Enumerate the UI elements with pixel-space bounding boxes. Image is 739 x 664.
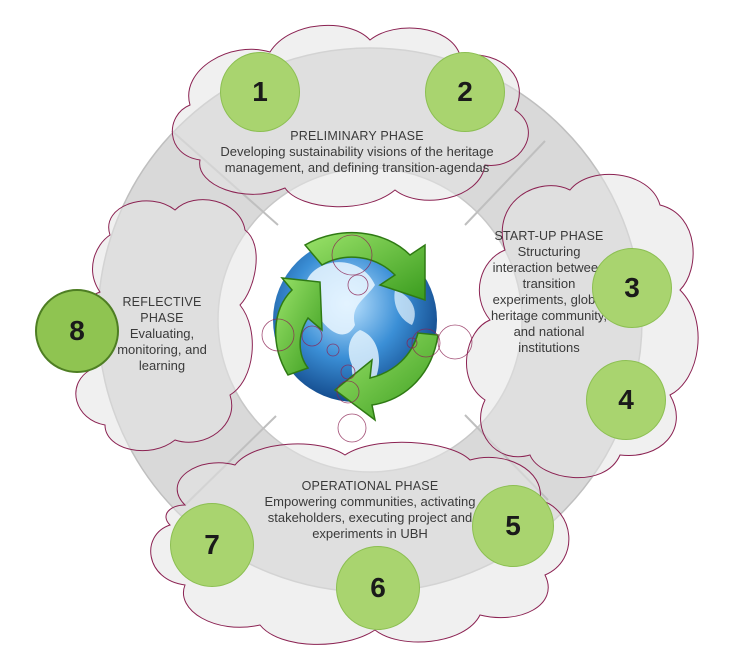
phase-reflective-title: REFLECTIVE PHASE xyxy=(122,295,202,325)
recycling-globe-icon xyxy=(261,232,473,443)
cloud-operational xyxy=(150,441,570,645)
step-3-circle: 3 xyxy=(592,248,672,328)
phase-preliminary-title: PRELIMINARY PHASE xyxy=(290,129,424,143)
phase-startup-desc: Structuring interaction between transiti… xyxy=(490,244,608,355)
phase-preliminary-desc: Developing sustainability visions of the… xyxy=(220,144,494,175)
phase-operational-label: OPERATIONAL PHASE Empowering communities… xyxy=(255,478,485,542)
step-5-circle: 5 xyxy=(472,485,554,567)
step-4-circle: 4 xyxy=(586,360,666,440)
phase-preliminary-label: PRELIMINARY PHASE Developing sustainabil… xyxy=(212,128,502,176)
step-2-circle: 2 xyxy=(425,52,505,132)
phase-operational-title: OPERATIONAL PHASE xyxy=(301,479,439,493)
phase-startup-label: START-UP PHASE Structuring interaction b… xyxy=(490,228,608,356)
step-8-circle: 8 xyxy=(35,289,119,373)
step-6-circle: 6 xyxy=(336,546,420,630)
phase-reflective-label: REFLECTIVE PHASE Evaluating, monitoring,… xyxy=(112,294,212,374)
phase-operational-desc: Empowering communities, activating stake… xyxy=(264,494,476,541)
step-1-circle: 1 xyxy=(220,52,300,132)
step-7-circle: 7 xyxy=(170,503,254,587)
phase-reflective-desc: Evaluating, monitoring, and learning xyxy=(117,326,207,373)
phase-startup-title: START-UP PHASE xyxy=(494,229,604,243)
